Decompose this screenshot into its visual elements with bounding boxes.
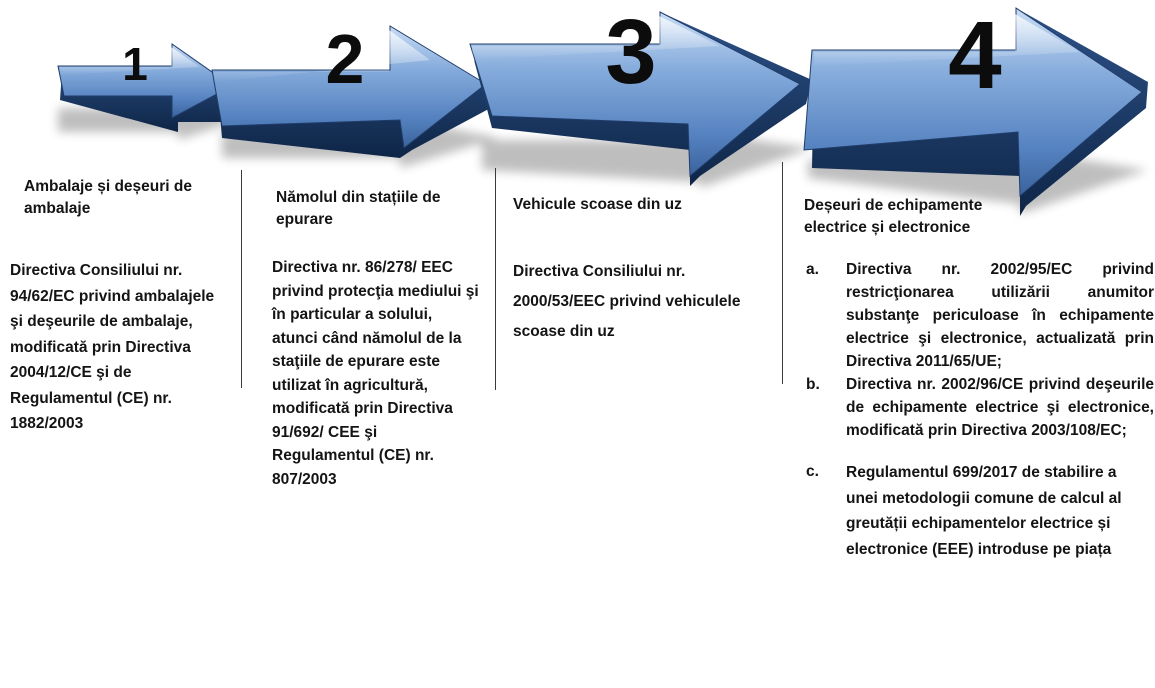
list-item: b. Directiva nr. 2002/96/CE privind deşe… — [806, 373, 1154, 442]
step-4-legislation-list: a. Directiva nr. 2002/95/EC privind rest… — [806, 258, 1154, 562]
list-item-text: Regulamentul 699/2017 de stabilire a une… — [846, 464, 1122, 558]
step-1-number: 1 — [122, 38, 148, 90]
step-3-number: 3 — [605, 1, 657, 103]
list-item-text: Directiva nr. 2002/95/EC privind restric… — [846, 261, 1154, 370]
column-divider-2 — [495, 168, 496, 390]
arrow-3-shape — [469, 11, 812, 188]
arrow-2-shape — [211, 25, 498, 168]
step-4-title: Deșeuri de echipamente electrice și elec… — [804, 197, 983, 236]
list-item: c. Regulamentul 699/2017 de stabilire a … — [806, 460, 1154, 562]
step-4-number: 4 — [948, 2, 1002, 109]
list-marker: c. — [806, 463, 819, 480]
step-2-number: 2 — [325, 20, 365, 98]
step-3-legislation: Directiva Consiliului nr. 2000/53/EEC pr… — [513, 263, 741, 340]
list-item: a. Directiva nr. 2002/95/EC privind rest… — [806, 258, 1154, 373]
column-divider-1 — [241, 170, 242, 388]
list-marker: a. — [806, 261, 819, 278]
step-1-legislation: Directiva Consiliului nr. 94/62/EC privi… — [10, 262, 215, 432]
column-divider-3 — [782, 162, 783, 384]
step-2-title: Nămolul din stațiile de epurare — [276, 189, 441, 228]
step-1-title: Ambalaje și deșeuri de ambalaje — [24, 178, 192, 217]
list-item-text: Directiva nr. 2002/96/CE privind deşeuri… — [846, 376, 1154, 439]
step-3-title: Vehicule scoase din uz — [513, 196, 682, 213]
step-2-legislation: Directiva nr. 86/278/ EEC privind protec… — [272, 259, 479, 488]
arrow-1-shape — [57, 43, 246, 140]
arrow-4-shape — [803, 7, 1148, 216]
list-marker: b. — [806, 376, 820, 393]
